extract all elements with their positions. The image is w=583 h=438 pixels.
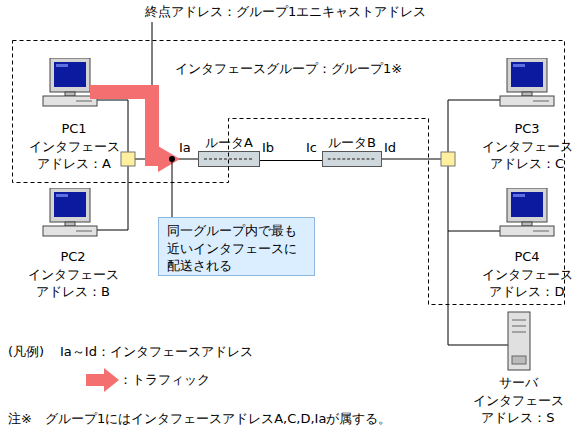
node-title: PC3 [477,120,577,138]
interface-label: Ib [262,140,274,156]
hub-symbol [121,152,135,166]
legend-text: Ia～Id：インタフェースアドレス [60,344,253,360]
pc-icon [500,188,554,236]
group-outline-path [13,41,565,305]
pc-node: PC3インタフェース アドレス：C [477,58,577,173]
legend-arrow-sample [86,368,119,392]
interface-point [169,156,175,162]
footnote: 注※ グループ1にはインタフェースアドレスA,C,D,Iaが属する。 [8,411,391,427]
interface-label: Ia [179,140,191,156]
callout-leader [172,159,173,217]
callout-box: 同一グループ内で最も近いインタフェースに配送される [158,217,315,276]
interface-label: Id [384,140,396,156]
node-title: PC4 [477,248,577,266]
node-title: PC2 [23,248,123,266]
router-node: ルータA [198,134,260,169]
server-icon [508,312,530,370]
server-node: サーバインタフェース アドレス：S [468,312,568,427]
router-icon [322,152,381,167]
legend-text: ：トラフィック [119,372,210,388]
pc-node: PC4インタフェース アドレス：D [477,188,577,301]
node-text: インタフェース アドレス：C [477,138,577,173]
node-title: インタフェースグループ：グループ1※ [175,60,402,78]
interface-label: Ic [306,140,317,156]
node-title: サーバ [468,374,568,392]
pc-icon [43,188,97,236]
node-title: 同一グループ内で最も近いインタフェースに配送される [167,222,306,275]
node-text: インタフェース アドレス：S [468,392,568,427]
pc-icon [43,58,97,106]
pc-node: PC2インタフェース アドレス：B [23,188,123,301]
destination-label: 終点アドレス：グループ1エニキャストアドレス [145,4,426,20]
pc-node: PC1インタフェース アドレス：A [24,58,124,173]
hub-symbol [441,152,455,166]
node-title: ルータB [322,134,382,152]
node-title: ルータA [198,134,260,152]
router-node: ルータB [322,134,382,169]
network-link [260,160,322,161]
node-title: PC1 [24,120,124,138]
node-text: インタフェース アドレス：A [24,138,124,173]
leader-line [152,22,153,92]
node-text: インタフェース アドレス：B [23,266,123,301]
legend-heading: (凡例) [8,344,44,360]
pc-icon [500,58,554,106]
node-text: インタフェース アドレス：D [477,266,577,301]
